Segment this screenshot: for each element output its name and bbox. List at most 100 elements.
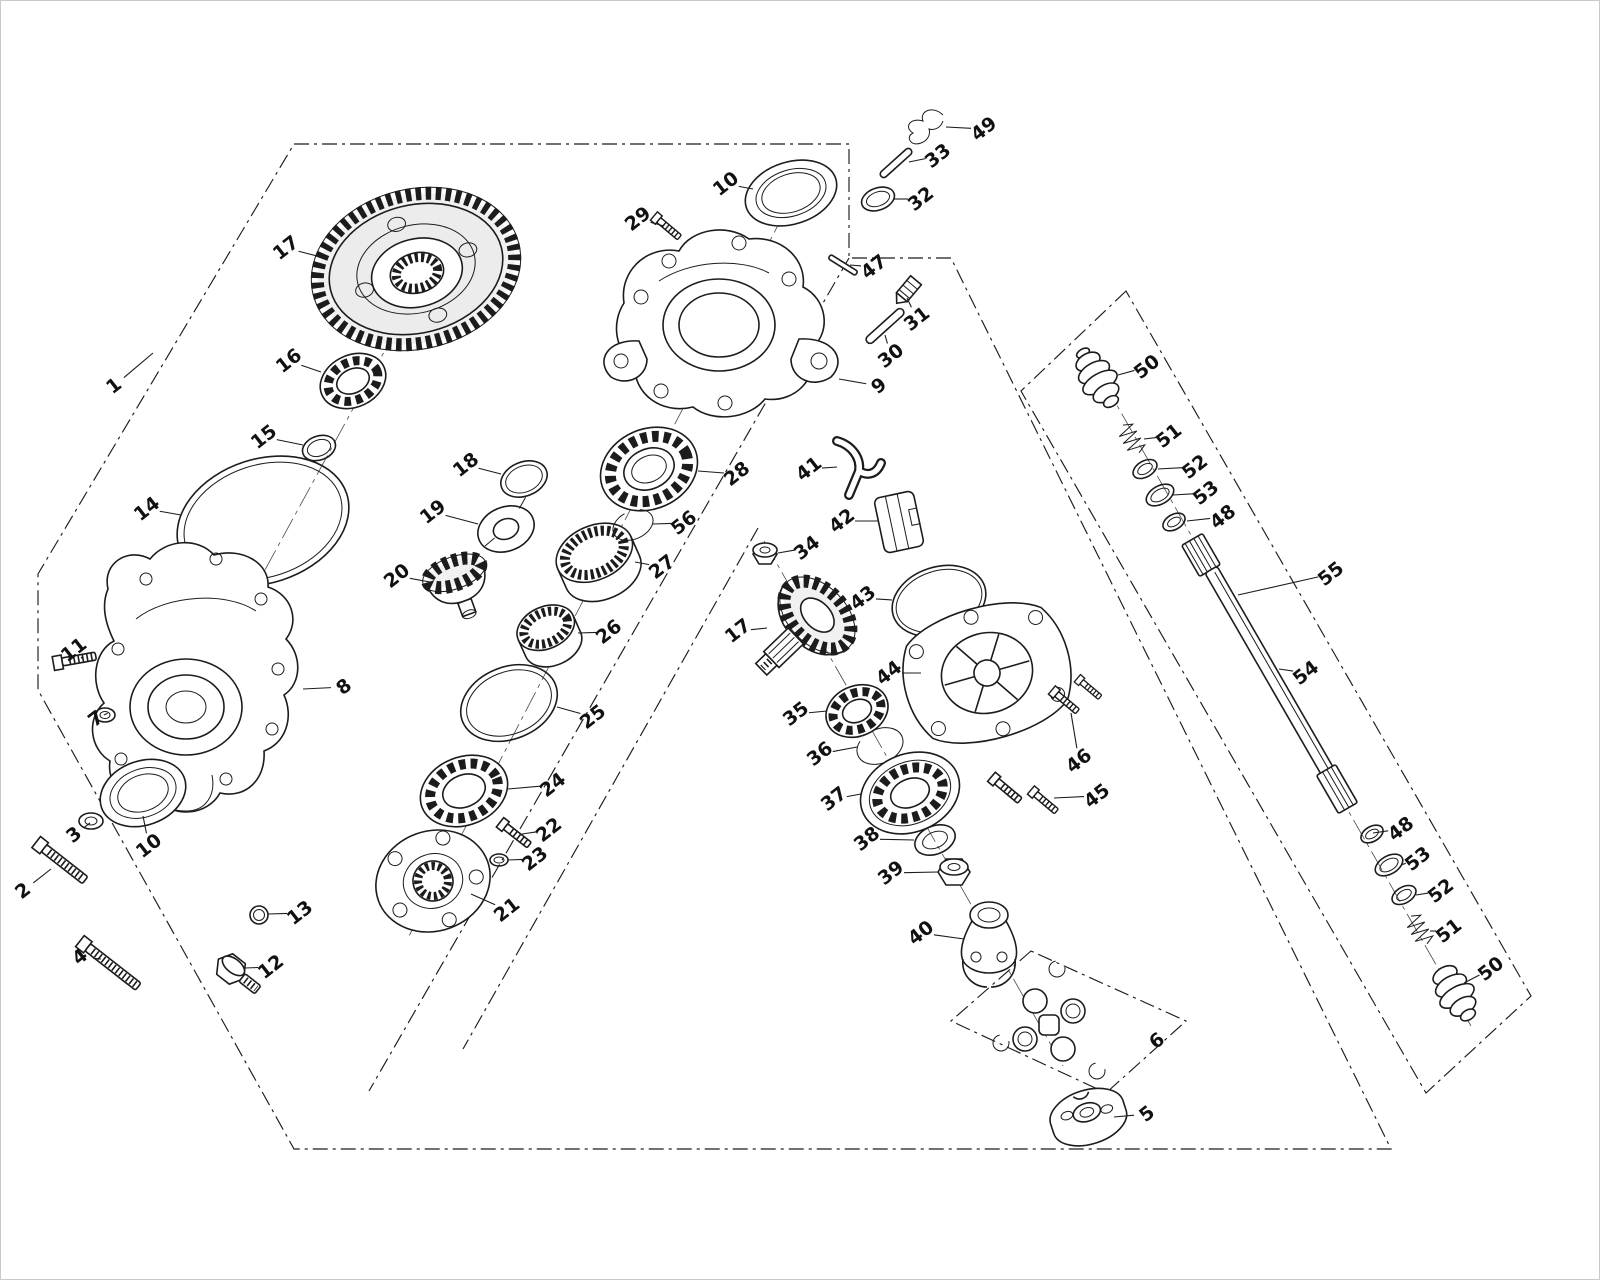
part-label-12: 12 (254, 950, 288, 984)
part-label-55: 55 (1314, 557, 1348, 591)
part-label-28: 28 (720, 457, 754, 491)
leader-line-41 (821, 466, 838, 469)
part-15-ring (301, 434, 337, 462)
leader-line-43 (875, 598, 893, 601)
part-40-coupling-yoke (960, 901, 1018, 988)
leader-line-48 (1186, 517, 1211, 522)
part-label-14: 14 (130, 492, 164, 526)
part-47-pin (828, 254, 858, 276)
part-label-22: 22 (532, 813, 566, 847)
part-label-44: 44 (872, 656, 906, 690)
leader-line-19 (445, 514, 479, 525)
part-label-31: 31 (900, 302, 934, 336)
leader-line-47 (849, 264, 862, 267)
part-label-46: 46 (1062, 744, 1096, 778)
part-52-washer-bottom (1391, 884, 1417, 906)
part-20-bevel-gear (421, 551, 488, 620)
part-29-bolt (650, 212, 682, 242)
part-label-50: 50 (1474, 952, 1508, 986)
leader-line-5 (1113, 1114, 1135, 1118)
part-5-flange-yoke (1049, 1087, 1128, 1147)
leader-line-54 (1278, 668, 1294, 672)
part-17-pinion-gear (754, 574, 858, 677)
part-label-42: 42 (825, 504, 859, 538)
leader-line-23 (507, 858, 523, 861)
part-11-bolt (51, 651, 97, 672)
part-53-washer-bottom (1374, 853, 1404, 877)
part-50-boot-top (1075, 347, 1120, 409)
leader-line-25 (556, 706, 581, 715)
part-46-bolt-b (1074, 675, 1103, 701)
part-45-bolt (988, 772, 1024, 805)
part-label-17: 17 (721, 614, 755, 648)
part-label-40: 40 (904, 916, 938, 950)
part-2-bolt (30, 835, 88, 884)
leader-line-39 (903, 871, 939, 874)
part-label-29: 29 (621, 202, 655, 236)
part-50-boot-bottom (1432, 964, 1477, 1022)
part-24-bearing (419, 754, 509, 828)
leader-line-27 (634, 561, 650, 566)
leader-line-29 (650, 221, 665, 227)
part-label-45: 45 (1080, 779, 1114, 813)
leader-line-33 (908, 158, 926, 163)
part-51-spring-top (1118, 423, 1147, 454)
part-label-34: 34 (790, 531, 824, 565)
leader-line-22 (521, 831, 537, 835)
part-49-clip (908, 109, 944, 145)
leader-line-4 (92, 957, 102, 960)
part-label-13: 13 (283, 896, 317, 930)
leader-line-45 (1053, 796, 1085, 799)
part-48-washer-top (1162, 512, 1186, 532)
leader-line-21 (470, 893, 496, 906)
part-label-1: 1 (102, 373, 126, 398)
leader-line-24 (507, 785, 541, 790)
part-label-16: 16 (272, 344, 306, 378)
part-41-shift-fork (832, 436, 886, 500)
part-25-o-ring (459, 663, 559, 743)
part-label-9: 9 (867, 373, 891, 398)
part-54-spline-end (1316, 764, 1358, 814)
part-34-nut (752, 542, 778, 565)
leader-line-49 (945, 126, 972, 129)
leader-line-13 (267, 912, 288, 915)
leader-line-38 (879, 838, 915, 841)
part-3-washer (78, 812, 104, 830)
part-label-33: 33 (921, 139, 955, 173)
leader-line-10 (738, 185, 754, 190)
leader-line-7 (103, 712, 108, 716)
leader-line-52 (1415, 892, 1429, 896)
part-label-19: 19 (416, 495, 450, 529)
leader-line-51 (1143, 437, 1157, 440)
part-label-17: 17 (269, 231, 303, 265)
part-label-51: 51 (1152, 419, 1186, 453)
leader-line-26 (577, 631, 597, 634)
part-9-gear-case-cover (603, 229, 839, 418)
leader-line-15 (276, 439, 304, 446)
part-18-o-ring (500, 460, 548, 498)
leader-line-34 (777, 549, 795, 554)
part-label-21: 21 (490, 893, 524, 927)
leader-line-1 (123, 352, 154, 379)
part-label-41: 41 (792, 452, 826, 486)
leader-line-53 (1400, 862, 1406, 866)
part-28-bearing (599, 426, 699, 512)
part-label-47: 47 (857, 250, 891, 284)
part-52-washer-top (1132, 458, 1158, 480)
part-label-48: 48 (1206, 500, 1240, 534)
part-19-retainer-washer (477, 497, 535, 553)
part-10-seal-left (99, 758, 187, 828)
part-4-bolt (74, 934, 141, 991)
leader-line-17 (298, 250, 322, 258)
part-label-24: 24 (536, 768, 570, 802)
leader-line-48 (1372, 830, 1389, 834)
leader-line-53 (1172, 493, 1194, 496)
part-label-10: 10 (709, 167, 743, 201)
part-7-washer (94, 707, 116, 723)
part-51-spring-bottom (1406, 914, 1435, 945)
part-13-o-ring (249, 905, 269, 925)
part-38-washer (914, 824, 956, 856)
leader-line-28 (697, 470, 725, 474)
leader-line-10 (142, 815, 147, 834)
